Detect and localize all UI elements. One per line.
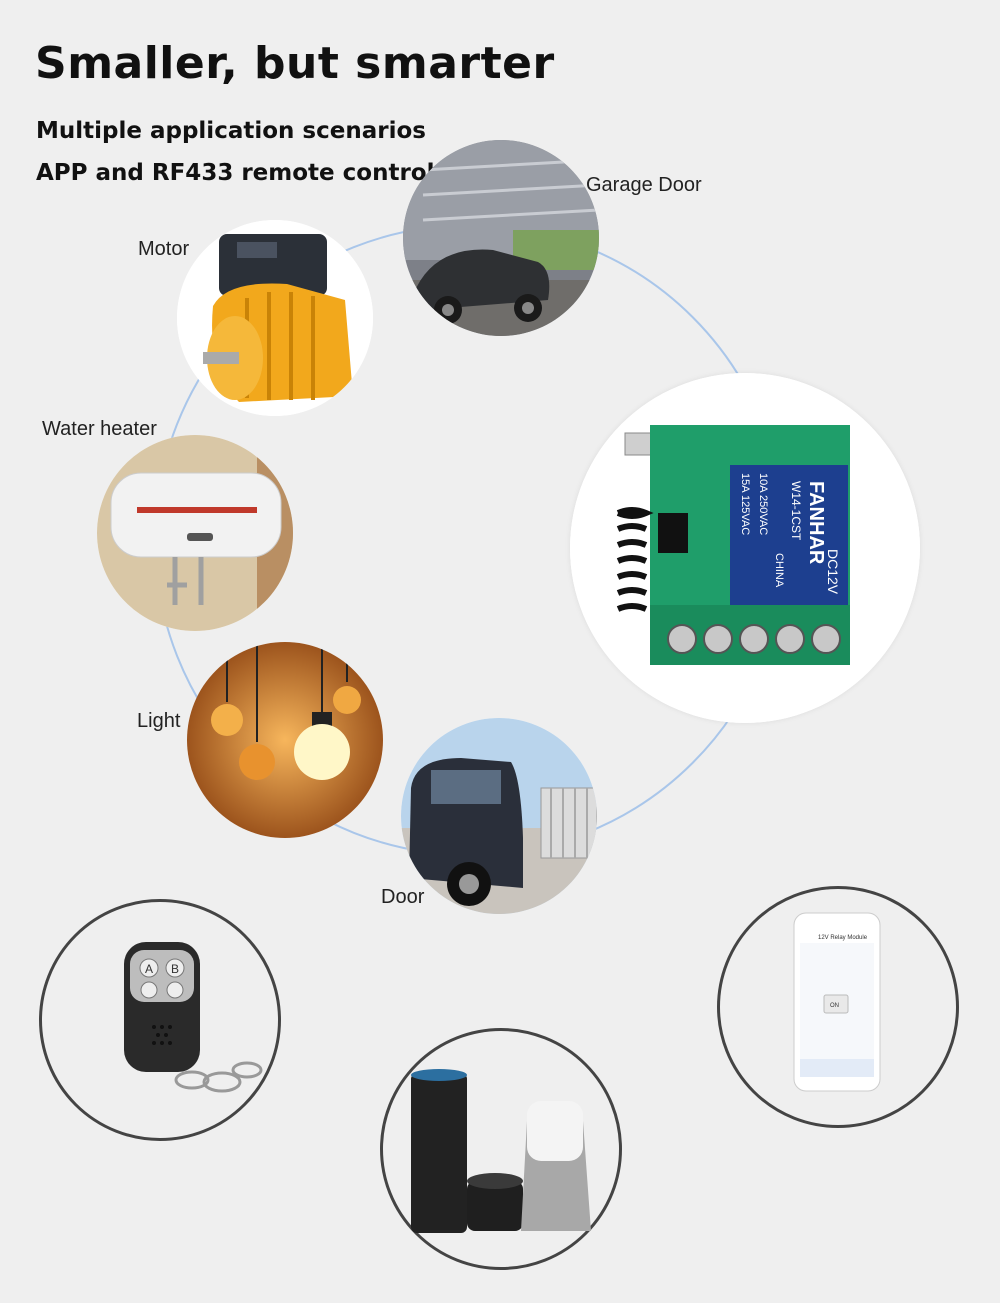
light-image (187, 642, 383, 838)
remote-button-a: A (145, 962, 153, 976)
relay-rating-1: 10A 250VAC (757, 473, 769, 535)
phone-app-circle: 12V Relay Module ON (717, 886, 959, 1128)
relay-module-image: FANHAR W14-1CST DC12V 10A 250VAC 15A 125… (570, 373, 920, 723)
door-image (401, 718, 597, 914)
relay-voltage: DC12V (825, 549, 841, 595)
app-title: 12V Relay Module (818, 935, 868, 941)
label-water-heater: Water heater (42, 418, 157, 440)
relay-rating-2: 15A 125VAC (739, 473, 751, 535)
subtitle-control: APP and RF433 remote control (36, 160, 435, 186)
app-on-button: ON (830, 1003, 839, 1009)
motor-image (177, 220, 373, 416)
label-motor: Motor (138, 238, 190, 260)
remote-button-b: B (171, 962, 179, 976)
subtitle-scenarios: Multiple application scenarios (36, 118, 426, 144)
label-light: Light (137, 710, 181, 732)
page-title: Smaller, but smarter (35, 38, 555, 89)
garage-door-image (403, 140, 599, 336)
relay-model: W14-1CST (789, 481, 803, 541)
relay-brand: FANHAR (805, 481, 827, 565)
label-garage-door: Garage Door (586, 174, 702, 196)
relay-origin: CHINA (773, 553, 785, 588)
label-door: Door (381, 886, 425, 908)
remote-control-circle: A B (39, 899, 281, 1141)
water-heater-image (97, 435, 293, 631)
smart-speakers-circle (380, 1028, 622, 1270)
